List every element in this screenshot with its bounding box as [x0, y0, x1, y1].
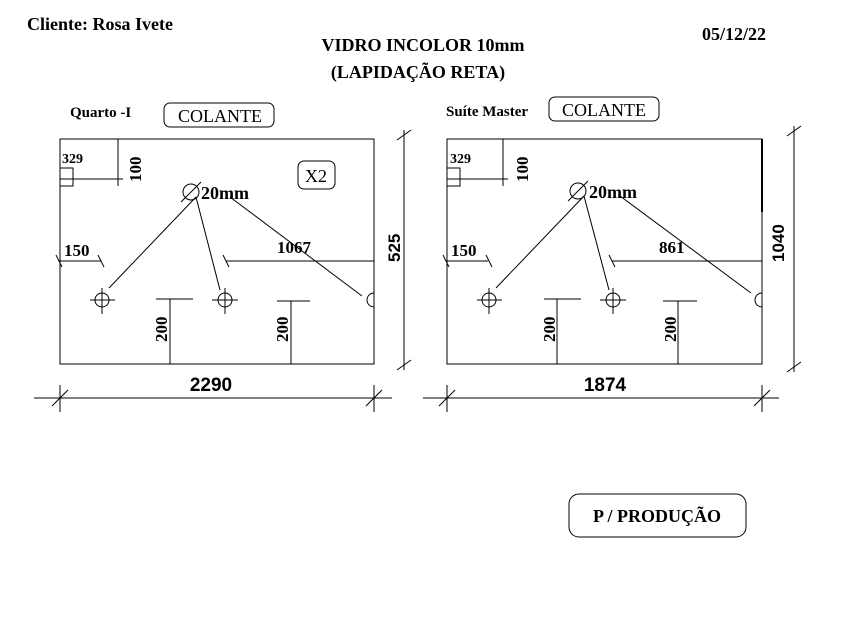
- hole-center: [212, 288, 238, 314]
- edge-notch: [754, 292, 763, 308]
- corner-dim: 329: [450, 152, 471, 167]
- glass-panel-outline: [59, 138, 375, 365]
- hole-left: [477, 288, 502, 314]
- glass-spec-title: VIDRO INCOLOR 10mm: [321, 35, 524, 55]
- order-date: 05/12/22: [702, 24, 766, 44]
- client-name: Cliente: Rosa Ivete: [27, 14, 173, 34]
- room-label: Suíte Master: [446, 104, 528, 120]
- qty-badge-box: [297, 160, 336, 190]
- hole-center: [600, 288, 626, 314]
- hole-left: [90, 288, 115, 314]
- lower-dim-a: 200: [540, 317, 559, 343]
- diameter-symbol-icon: [569, 182, 587, 200]
- colante-badge-box: [163, 102, 275, 128]
- corner-dim: 329: [62, 152, 83, 167]
- height-dim: 1040: [769, 224, 788, 262]
- glass-panel-outline: [446, 138, 763, 365]
- corner-marker: [446, 167, 461, 187]
- edge-finish-title: (LAPIDAÇÃO RETA): [331, 61, 505, 83]
- right-offset-dim: 1067: [277, 238, 312, 257]
- top-dim: 100: [513, 157, 532, 183]
- left-offset-dim: 150: [64, 241, 90, 260]
- qty-badge: X2: [305, 166, 327, 186]
- edge-notch: [366, 292, 375, 308]
- width-dim: 1874: [584, 375, 627, 396]
- production-stamp: P / PRODUÇÃO: [568, 493, 747, 538]
- lower-dim-b: 200: [661, 317, 680, 343]
- right-offset-dim: 861: [659, 238, 685, 257]
- production-stamp-label: P / PRODUÇÃO: [593, 505, 721, 526]
- hole-diameter: 20mm: [201, 183, 249, 203]
- diameter-symbol-icon: [182, 183, 200, 201]
- colante-badge-box: [548, 96, 660, 122]
- panel-suite-master: Suíte Master COLANTE 329 100 20mm: [423, 96, 802, 412]
- hole-diameter: 20mm: [589, 182, 637, 202]
- colante-badge: COLANTE: [178, 106, 262, 126]
- lower-dim-b: 200: [273, 317, 292, 343]
- room-label: Quarto -I: [70, 105, 131, 121]
- width-dim: 2290: [190, 375, 232, 396]
- left-offset-dim: 150: [451, 241, 477, 260]
- top-dim: 100: [126, 157, 145, 183]
- colante-badge: COLANTE: [562, 100, 646, 120]
- panel-quarto: Quarto -I COLANTE 329 100 X2 20mm: [34, 102, 412, 412]
- corner-marker: [59, 167, 74, 187]
- production-stamp-box: [568, 493, 747, 538]
- lower-dim-a: 200: [152, 317, 171, 343]
- height-dim: 525: [385, 234, 404, 262]
